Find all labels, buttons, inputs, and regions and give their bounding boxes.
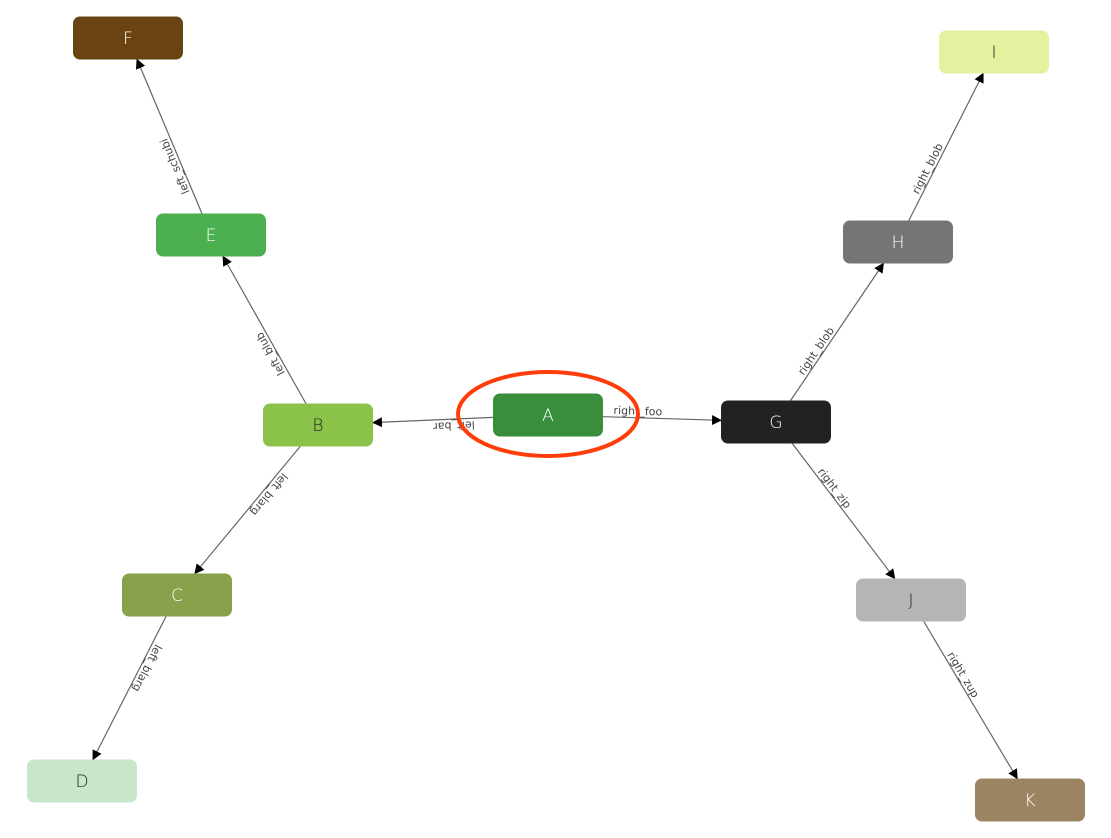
node-label: E: [206, 226, 217, 246]
edge-J-K: right_zup: [923, 621, 1018, 780]
node-A[interactable]: A: [493, 393, 603, 437]
edge-line: [791, 443, 896, 580]
node-box[interactable]: [856, 578, 966, 622]
node-box[interactable]: [156, 213, 266, 257]
node-label: I: [991, 43, 996, 63]
edge-line: [790, 262, 884, 401]
node-K[interactable]: K: [975, 778, 1085, 822]
edge-label: right_zip: [815, 466, 854, 511]
edge-line: [602, 415, 722, 426]
edge-E-F: left_schubi: [135, 58, 203, 214]
edge-H-I: right_blob: [908, 72, 984, 221]
node-label: H: [892, 233, 905, 253]
node-label: B: [312, 416, 323, 436]
edge-label: right_blob: [910, 141, 946, 196]
node-box[interactable]: [263, 403, 373, 447]
node-J[interactable]: J: [856, 578, 966, 622]
node-C[interactable]: C: [122, 573, 232, 617]
node-H[interactable]: H: [843, 220, 953, 264]
edge-A-G: right_foo: [602, 404, 722, 426]
edge-B-C: left_blarg: [194, 446, 301, 575]
edge-C-D: left_blarg: [92, 616, 167, 761]
edge-B-E: left_blub: [222, 255, 307, 404]
node-label: K: [1024, 791, 1035, 811]
edge-line: [908, 72, 984, 221]
node-F[interactable]: F: [73, 16, 183, 60]
node-label: F: [123, 29, 133, 49]
node-label: G: [769, 413, 782, 433]
node-E[interactable]: E: [156, 213, 266, 257]
node-box[interactable]: [975, 778, 1085, 822]
highlight-circle: [456, 370, 640, 458]
node-D[interactable]: D: [27, 759, 137, 803]
edge-line: [92, 616, 167, 761]
node-box[interactable]: [27, 759, 137, 803]
edge-label: right_blob: [795, 325, 837, 378]
edge-A-B: left_bar: [372, 416, 494, 433]
node-label: D: [75, 772, 88, 792]
node-box[interactable]: [843, 220, 953, 264]
node-box[interactable]: [122, 573, 232, 617]
node-box[interactable]: [721, 400, 831, 444]
edge-label: left_blub: [253, 330, 288, 378]
node-I[interactable]: I: [939, 30, 1049, 74]
edge-label: left_schubi: [158, 137, 193, 196]
edge-G-J: right_zip: [791, 443, 896, 580]
edge-line: [372, 416, 494, 428]
node-label: C: [171, 586, 183, 606]
edge-label: right_zup: [944, 649, 981, 700]
edge-label: left_blarg: [248, 470, 291, 518]
node-box[interactable]: [73, 16, 183, 60]
node-G[interactable]: G: [721, 400, 831, 444]
edge-line: [194, 446, 301, 575]
node-box[interactable]: [939, 30, 1049, 74]
edge-line: [222, 255, 307, 404]
node-label: A: [542, 406, 554, 426]
edge-label: left_blarg: [130, 642, 165, 694]
edge-line: [923, 621, 1018, 780]
node-label: J: [908, 591, 913, 611]
node-B[interactable]: B: [263, 403, 373, 447]
edge-label: left_bar: [433, 418, 476, 433]
edge-line: [135, 58, 203, 214]
node-box[interactable]: [493, 393, 603, 437]
edge-G-H: right_blob: [790, 262, 884, 401]
